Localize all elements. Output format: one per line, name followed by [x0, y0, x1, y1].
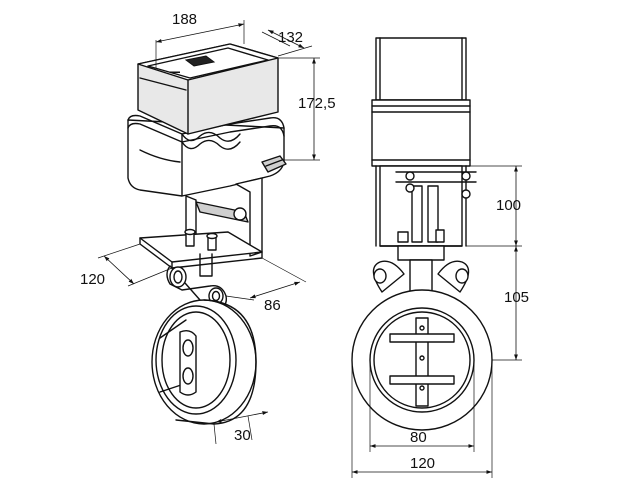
actuator-cover: ▬▬ [137, 43, 279, 135]
dim-30-label: 30 [234, 427, 251, 444]
front-bracket [379, 165, 477, 247]
dim-100-label: 100 [496, 197, 521, 214]
dim-132-label: 132 [278, 29, 303, 46]
mounting-bracket [139, 177, 263, 277]
valve-body-side [151, 299, 257, 425]
right-dimensions: 100 105 80 120 [351, 165, 529, 478]
dim-86-label: 86 [264, 297, 281, 314]
dim-120-bottom-label: 120 [410, 455, 435, 472]
dim-105-label: 105 [504, 289, 529, 306]
front-valve-body [351, 289, 493, 431]
svg-text:▬▬: ▬▬ [170, 69, 180, 75]
front-actuator [371, 37, 471, 247]
dim-80-label: 80 [410, 429, 427, 446]
valve-neck [166, 265, 228, 311]
dim-120-left-label: 120 [80, 271, 105, 288]
isometric-view: ▬▬ [80, 11, 336, 445]
left-dimensions: 188 132 172,5 120 86 30 [80, 11, 336, 445]
dim-172-5-label: 172,5 [298, 95, 336, 112]
actuator-housing [127, 114, 287, 197]
front-view: 100 105 80 120 [351, 37, 529, 478]
front-flange-ears [372, 260, 470, 293]
dim-188-label: 188 [172, 11, 197, 28]
